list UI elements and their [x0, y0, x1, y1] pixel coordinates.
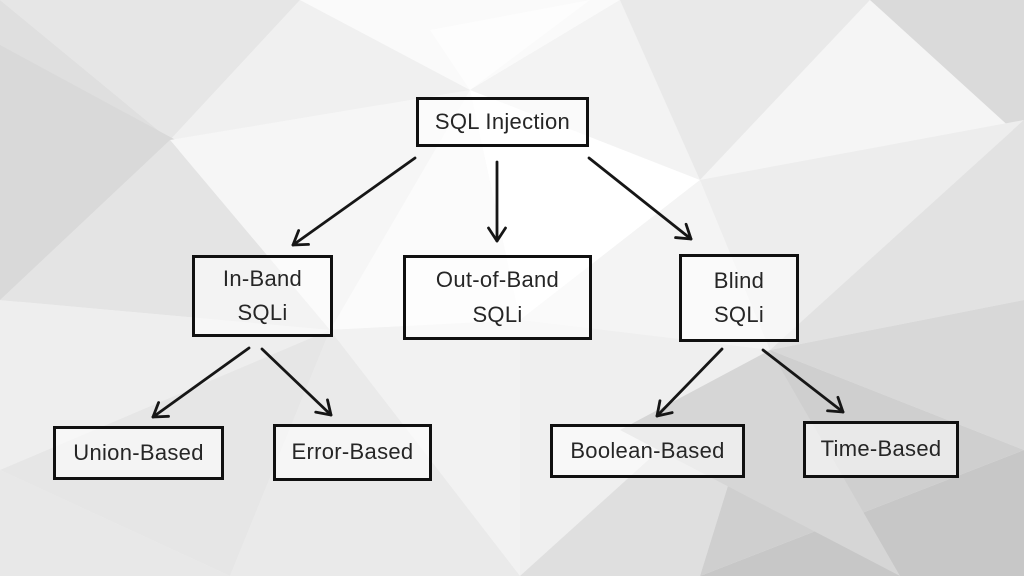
node-label: Time-Based [820, 436, 942, 462]
edge-blind-boolean [655, 347, 724, 418]
node-error-based: Error-Based [273, 424, 432, 481]
node-label: SQL Injection [434, 108, 571, 134]
node-in-band-sqli: In-Band SQLi [192, 255, 333, 337]
node-label-line1: Blind [713, 267, 765, 293]
node-label-line1: In-Band [222, 265, 303, 291]
node-label-line2: SQLi [472, 301, 523, 327]
edge-inband-union [151, 346, 251, 419]
node-label-line1: Out-of-Band [435, 267, 560, 293]
node-out-of-band-sqli: Out-of-Band SQLi [403, 255, 592, 340]
edge-root-blind [587, 156, 693, 241]
node-label: Union-Based [73, 439, 204, 465]
edge-inband-error [260, 347, 333, 417]
node-label: Boolean-Based [570, 437, 725, 463]
edge-blind-time [761, 348, 845, 414]
node-blind-sqli: Blind SQLi [679, 254, 799, 342]
node-label-line2: SQLi [237, 300, 288, 325]
node-union-based: Union-Based [53, 426, 224, 480]
node-label: Error-Based [291, 439, 414, 465]
edge-root-inband [291, 156, 417, 247]
node-sql-injection: SQL Injection [416, 97, 589, 147]
node-time-based: Time-Based [803, 421, 959, 478]
node-boolean-based: Boolean-Based [550, 424, 745, 478]
node-label-line2: SQLi [713, 302, 765, 327]
